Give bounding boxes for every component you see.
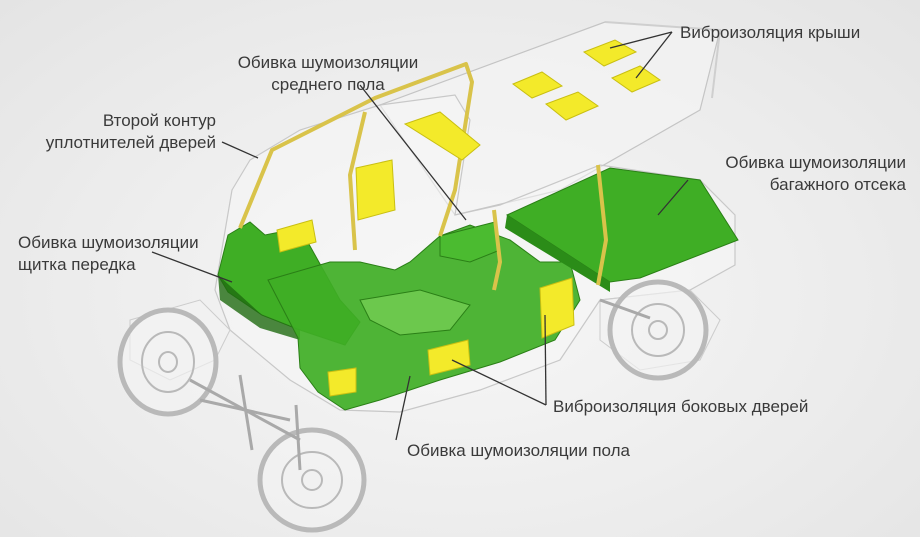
label-floor-insulation: Обивка шумоизоляции пола — [407, 440, 630, 462]
label-roof-vibration: Виброизоляция крыши — [680, 22, 860, 44]
label-middle-floor-line1: Обивка шумоизоляции — [237, 53, 419, 72]
label-trunk-line2: багажного отсека — [769, 175, 906, 194]
front-panel-shadow — [218, 275, 300, 340]
label-middle-floor-line2: среднего пола — [271, 75, 385, 94]
floor-tunnel — [359, 289, 471, 336]
roof-vibration-pads — [403, 39, 662, 161]
leader-lines — [151, 31, 689, 441]
roof-rail — [604, 21, 722, 99]
trunk-side-insulation — [505, 215, 610, 292]
label-trunk-line1: Обивка шумоизоляции — [725, 153, 906, 172]
label-front-panel: Обивка шумоизоляции щитка передка — [18, 232, 199, 276]
door-seal-contour — [238, 62, 608, 291]
middle-floor-insulation — [439, 221, 501, 263]
label-floor-insulation-text: Обивка шумоизоляции пола — [407, 441, 630, 460]
door-vibration-pads — [276, 159, 575, 397]
label-trunk: Обивка шумоизоляции багажного отсека — [700, 152, 906, 196]
label-door-seal: Второй контур уплотнителей дверей — [30, 110, 216, 154]
label-side-doors: Виброизоляция боковых дверей — [553, 396, 808, 418]
front-right-wheel — [257, 427, 367, 533]
label-side-doors-text: Виброизоляция боковых дверей — [553, 397, 809, 416]
front-left-wheel — [117, 307, 219, 417]
label-front-panel-line2: щитка передка — [18, 255, 136, 274]
rear-right-wheel — [607, 279, 709, 381]
front-suspension — [189, 298, 651, 471]
label-middle-floor: Обивка шумоизоляции среднего пола — [228, 52, 428, 96]
label-door-seal-line1: Второй контур — [102, 111, 216, 130]
label-front-panel-line1: Обивка шумоизоляции — [18, 233, 199, 252]
label-roof-vibration-text: Виброизоляция крыши — [680, 23, 861, 42]
label-door-seal-line2: уплотнителей дверей — [45, 133, 216, 152]
